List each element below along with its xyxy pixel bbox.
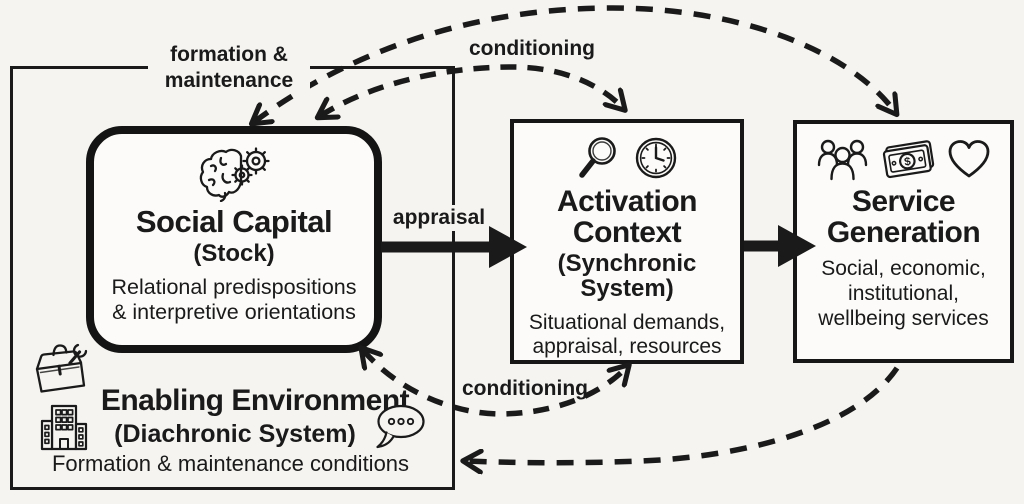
service-generation-description: Social, economic, institutional, wellbei… [818, 257, 989, 330]
activation-context-description: Situational demands, appraisal, resource… [528, 310, 726, 359]
people-icon [816, 136, 870, 182]
service-generation-box: $ Service Generation Social, economic, i… [793, 120, 1014, 363]
conditioning-mid-label: conditioning [462, 377, 588, 400]
enabling-environment-title: Enabling Environment [100, 384, 410, 417]
social-capital-description: Relational predispositions & interpretiv… [111, 274, 357, 325]
magnifier-icon [574, 134, 620, 182]
enabling-environment-subtitle: (Diachronic System) [114, 420, 356, 448]
svg-text:$: $ [903, 156, 912, 169]
activation-context-box: Activation Context (Synchronic System) S… [510, 119, 744, 364]
toolbox-icon [28, 341, 92, 399]
activation-context-title: Activation Context [556, 185, 698, 249]
formation-maintenance-label: formation & maintenance [148, 42, 310, 94]
social-capital-title: Social Capital [135, 204, 333, 239]
conditioning-top-label: conditioning [469, 37, 595, 60]
speech-bubble-icon [372, 402, 428, 450]
money-icon: $ [879, 136, 937, 182]
building-icon [36, 401, 92, 451]
enabling-environment-description: Formation & maintenance conditions [51, 451, 410, 476]
social-capital-box: Social Capital (Stock) Relational predis… [86, 126, 382, 353]
clock-icon [632, 134, 680, 182]
service-generation-title: Service Generation [826, 185, 981, 249]
activation-context-subtitle: (Synchronic System) [557, 250, 697, 303]
heart-icon [946, 138, 992, 180]
brain-gears-icon [194, 144, 274, 202]
appraisal-label: appraisal [391, 205, 487, 231]
social-capital-subtitle: (Stock) [193, 239, 275, 267]
